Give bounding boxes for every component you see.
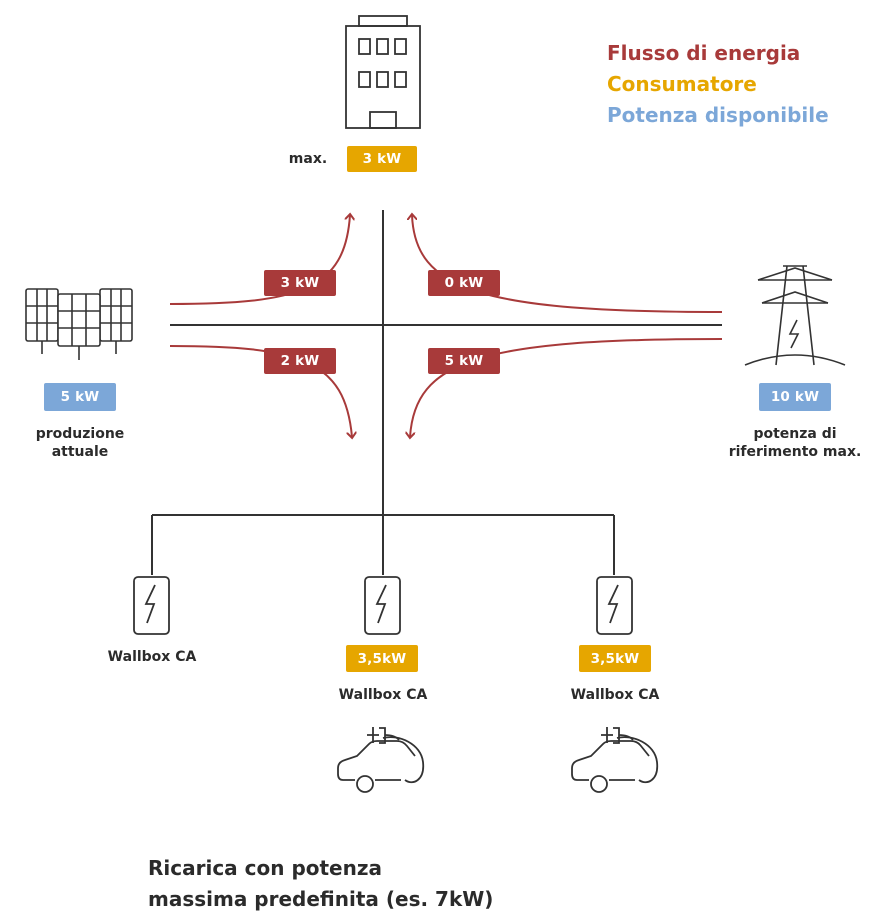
flow-grid-to-building-badge: 0 kW — [428, 270, 500, 296]
building-max-label: max. — [288, 151, 328, 167]
solar-label: produzione attuale — [35, 426, 125, 460]
solar-value-badge: 5 kW — [44, 383, 116, 411]
caption: Ricarica con potenza massima predefinita… — [148, 856, 494, 911]
wallbox-icon — [133, 576, 170, 635]
solar-panel-icon — [25, 288, 133, 360]
wallbox-3-label: Wallbox CA — [570, 687, 660, 703]
electric-car-icon — [571, 727, 659, 793]
wallbox-icon — [596, 576, 633, 635]
building-max-badge: 3 kW — [347, 146, 417, 172]
grid-label: potenza di riferimento max. — [728, 426, 862, 460]
flow-grid-to-chargers-badge: 5 kW — [428, 348, 500, 374]
flow-solar-to-chargers-badge: 2 kW — [264, 348, 336, 374]
wallbox-2-label: Wallbox CA — [338, 687, 428, 703]
flow-grid-to-building-arrow — [412, 215, 723, 313]
legend-available: Potenza disponibile — [607, 103, 829, 127]
legend-consumer: Consumatore — [607, 72, 757, 96]
wiring — [151, 210, 722, 575]
flow-solar-to-building-badge: 3 kW — [264, 270, 336, 296]
power-pylon-icon — [744, 265, 846, 366]
wallbox-3-power-badge: 3,5kW — [579, 645, 651, 672]
wallbox-2-power-badge: 3,5kW — [346, 645, 418, 672]
legend-flow: Flusso di energia — [607, 41, 801, 65]
legend: Flusso di energia Consumatore Potenza di… — [607, 38, 829, 131]
wallbox-1-label: Wallbox CA — [107, 649, 197, 665]
grid-value-badge: 10 kW — [759, 383, 831, 411]
building-icon — [345, 15, 421, 129]
wallbox-icon — [364, 576, 401, 635]
electric-car-icon — [337, 727, 425, 793]
